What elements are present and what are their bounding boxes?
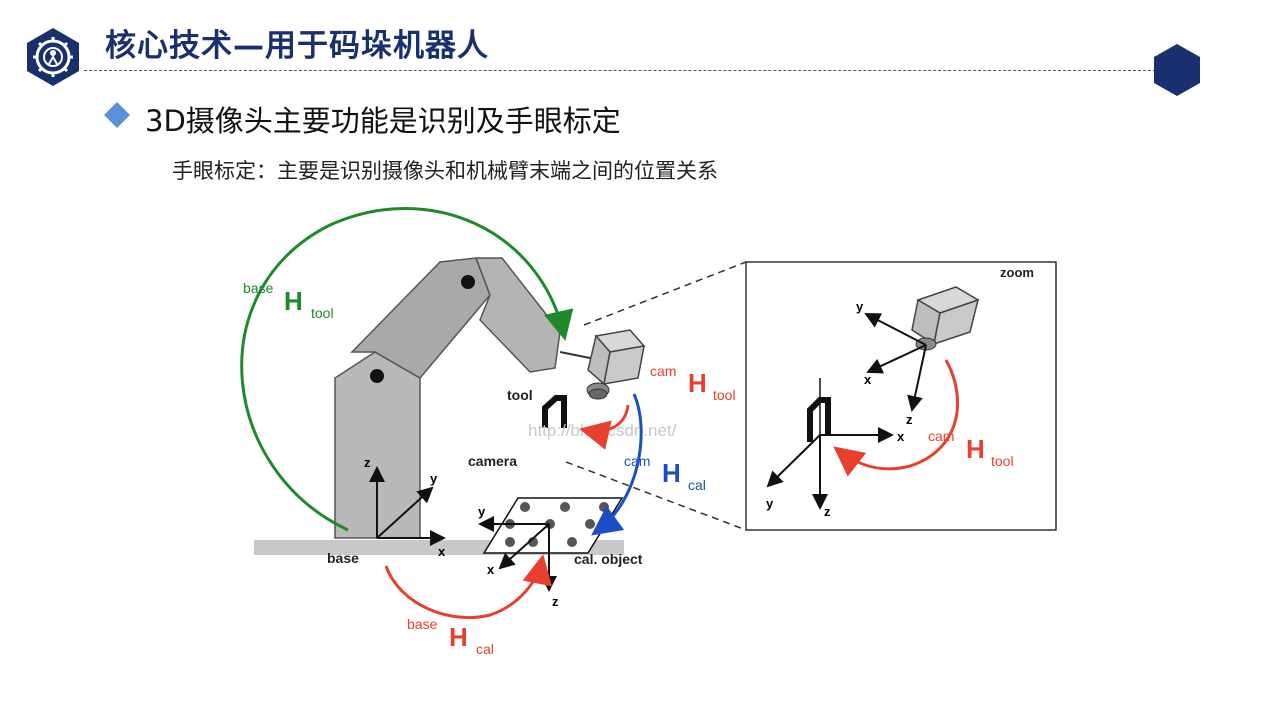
base-label: base	[327, 550, 359, 566]
tool-label: tool	[507, 387, 533, 403]
zoom-tool-axis-y: y	[766, 496, 774, 511]
cam-cal-super: cam	[624, 453, 650, 469]
cam-tool-main: H	[688, 368, 707, 398]
cal-axis-x: x	[487, 562, 495, 577]
title-divider	[84, 70, 1156, 71]
cal-axis-z: z	[552, 594, 559, 609]
cam-tool-super: cam	[650, 363, 676, 379]
robot-joint-upper	[461, 275, 475, 289]
logo-gear-icon	[27, 28, 79, 86]
zoom-panel	[745, 261, 1057, 531]
cam-tool-arc	[579, 404, 630, 450]
section-subtitle: 3D摄像头主要功能是识别及手眼标定	[145, 104, 621, 138]
cam-cal-sub: cal	[688, 477, 706, 493]
robot-joint-lower	[370, 369, 384, 383]
base-tool-super: base	[243, 280, 274, 296]
zoom-label: zoom	[1000, 265, 1034, 280]
base-tool-main: H	[284, 286, 303, 316]
zoom-cam-tool-sub: tool	[991, 453, 1014, 469]
base-axis-y: y	[430, 471, 438, 486]
cam-cal-main: H	[662, 458, 681, 488]
cal-axis-y: y	[478, 504, 486, 519]
base-cal-super: base	[407, 616, 438, 632]
camera-body	[586, 329, 646, 400]
cam-cal-arc	[591, 393, 643, 536]
robot-forearm	[474, 257, 561, 373]
zoom-camera-body	[911, 286, 980, 351]
section-description: 手眼标定：主要是识别摄像头和机械臂末端之间的位置关系	[172, 159, 718, 183]
base-tool-arc	[240, 206, 574, 532]
zoom-cam-tool-super: cam	[928, 428, 954, 444]
zoom-tool-axis-z: z	[824, 504, 831, 519]
page-title: 核心技术—用于码垛机器人	[105, 28, 489, 64]
bullet-diamond-icon	[104, 102, 130, 128]
zoom-cam-tool-arc	[833, 359, 959, 477]
base-cal-arc	[384, 554, 552, 620]
base-cal-sub: cal	[476, 641, 494, 657]
zoom-cam-axis-y: y	[856, 299, 864, 314]
zoom-tool-axis-x: x	[897, 429, 905, 444]
gripper-tool	[542, 395, 567, 428]
base-tool-sub: tool	[311, 305, 334, 321]
zoom-cam-axis-x: x	[864, 372, 872, 387]
camera-label: camera	[468, 453, 517, 469]
robot-base-column	[334, 351, 421, 539]
zoom-cam-axis-z: z	[906, 412, 913, 427]
base-axis-x: x	[438, 544, 446, 559]
corner-hexagon-icon	[1154, 44, 1200, 96]
cal-object-label: cal. object	[574, 551, 643, 567]
cam-tool-sub: tool	[713, 387, 736, 403]
base-cal-main: H	[449, 622, 468, 652]
zoom-cam-tool-main: H	[966, 434, 985, 464]
base-axis-z: z	[364, 455, 371, 470]
